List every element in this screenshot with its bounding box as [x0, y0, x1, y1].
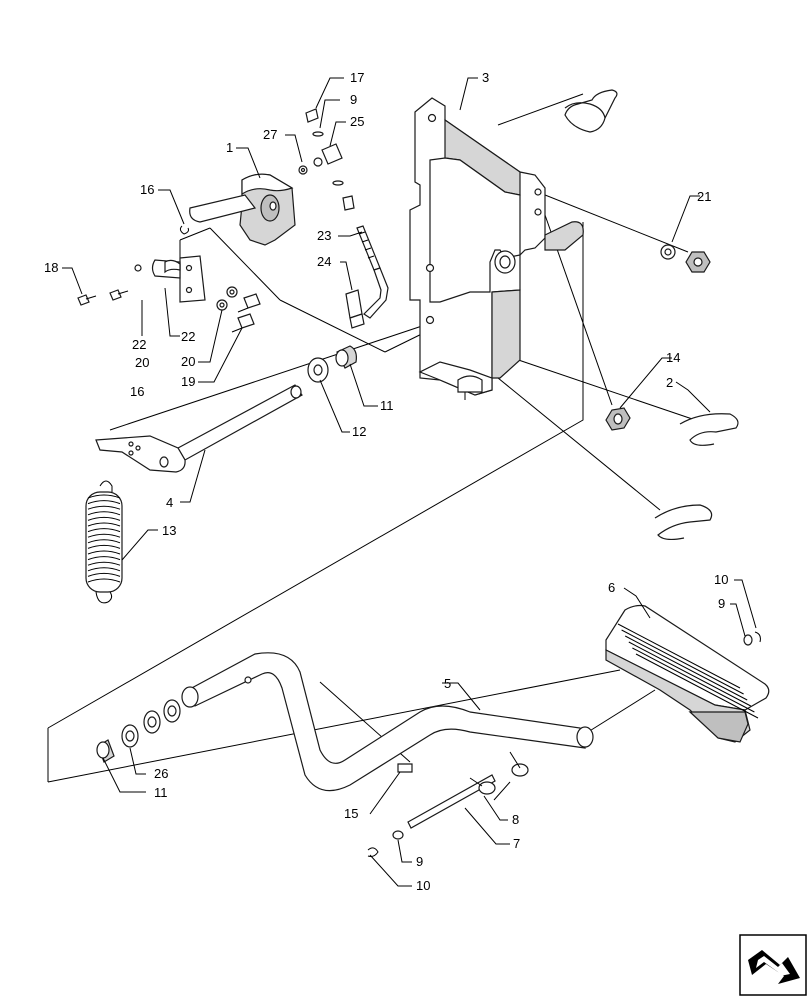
callout-22: 22 — [181, 329, 195, 344]
callout-11: 11 — [154, 785, 168, 800]
retaining-clips — [564, 89, 739, 541]
next-page-arrow-icon[interactable] — [739, 934, 807, 996]
callout-16: 16 — [140, 182, 154, 197]
roll-pin — [397, 763, 413, 773]
callout-10: 10 — [416, 878, 430, 893]
spring-coil — [87, 522, 121, 527]
callout-21: 21 — [697, 189, 711, 204]
callout-7: 7 — [513, 836, 520, 851]
callout-24: 24 — [317, 254, 331, 269]
callout-16: 16 — [130, 384, 144, 399]
assembly-frame-lines — [47, 93, 711, 783]
spring-coil — [87, 516, 121, 521]
callout-9: 9 — [350, 92, 357, 107]
callout-20: 20 — [135, 355, 149, 370]
callout-6: 6 — [608, 580, 615, 595]
spring-coil — [87, 505, 121, 510]
callout-27: 27 — [263, 127, 277, 142]
pedal-ridge — [628, 641, 752, 707]
callout-23: 23 — [317, 228, 331, 243]
spring-coil — [87, 567, 121, 572]
pedal-pad — [605, 604, 770, 743]
spring-coil — [87, 494, 121, 499]
spring-coil — [87, 500, 121, 505]
callout-1: 1 — [226, 140, 233, 155]
leader-lines — [62, 77, 757, 887]
spring-coil — [87, 511, 121, 516]
callout-14: 14 — [666, 350, 680, 365]
pedal-ridge — [621, 629, 744, 695]
callout-13: 13 — [162, 523, 176, 538]
pedal-ridge — [632, 647, 755, 713]
callout-15: 15 — [344, 806, 358, 821]
spring-coil — [87, 533, 121, 538]
callout-19: 19 — [181, 374, 195, 389]
callout-22: 22 — [132, 337, 146, 352]
callout-3: 3 — [482, 70, 489, 85]
spring-coil — [87, 556, 121, 561]
callout-18: 18 — [44, 260, 58, 275]
callout-4: 4 — [166, 495, 173, 510]
callout-9: 9 — [416, 854, 423, 869]
callout-5: 5 — [444, 676, 451, 691]
throttle-lever-assembly — [134, 173, 296, 303]
spring-coil — [87, 528, 121, 533]
callout-8: 8 — [512, 812, 519, 827]
spring-coil — [87, 578, 121, 583]
pedal-shaft — [95, 384, 303, 473]
pedal-ridge — [617, 623, 741, 689]
callout-2: 2 — [666, 375, 673, 390]
return-spring — [85, 480, 123, 604]
mounting-bracket — [409, 97, 584, 396]
callout-12: 12 — [352, 424, 366, 439]
spring-coil — [87, 550, 121, 555]
callout-10: 10 — [714, 572, 728, 587]
spring-coil — [87, 561, 121, 566]
callout-labels: 17 9 25 27 1 16 18 3 21 23 24 22 22 20 2… — [44, 70, 728, 893]
pedal-rod — [181, 652, 594, 792]
spring-coil — [87, 572, 121, 577]
small-fasteners — [77, 108, 711, 431]
hinge-pin-and-springs — [367, 751, 529, 857]
callout-20: 20 — [181, 354, 195, 369]
pedal-ridge — [624, 635, 748, 701]
callout-17: 17 — [350, 70, 364, 85]
callout-11: 11 — [380, 398, 394, 413]
spring-coil — [87, 539, 121, 544]
spring-coil — [87, 544, 121, 549]
pedal-washers — [96, 699, 181, 763]
pedal-ridge — [635, 653, 759, 719]
callout-25: 25 — [350, 114, 364, 129]
callout-26: 26 — [154, 766, 168, 781]
callout-9: 9 — [718, 596, 725, 611]
